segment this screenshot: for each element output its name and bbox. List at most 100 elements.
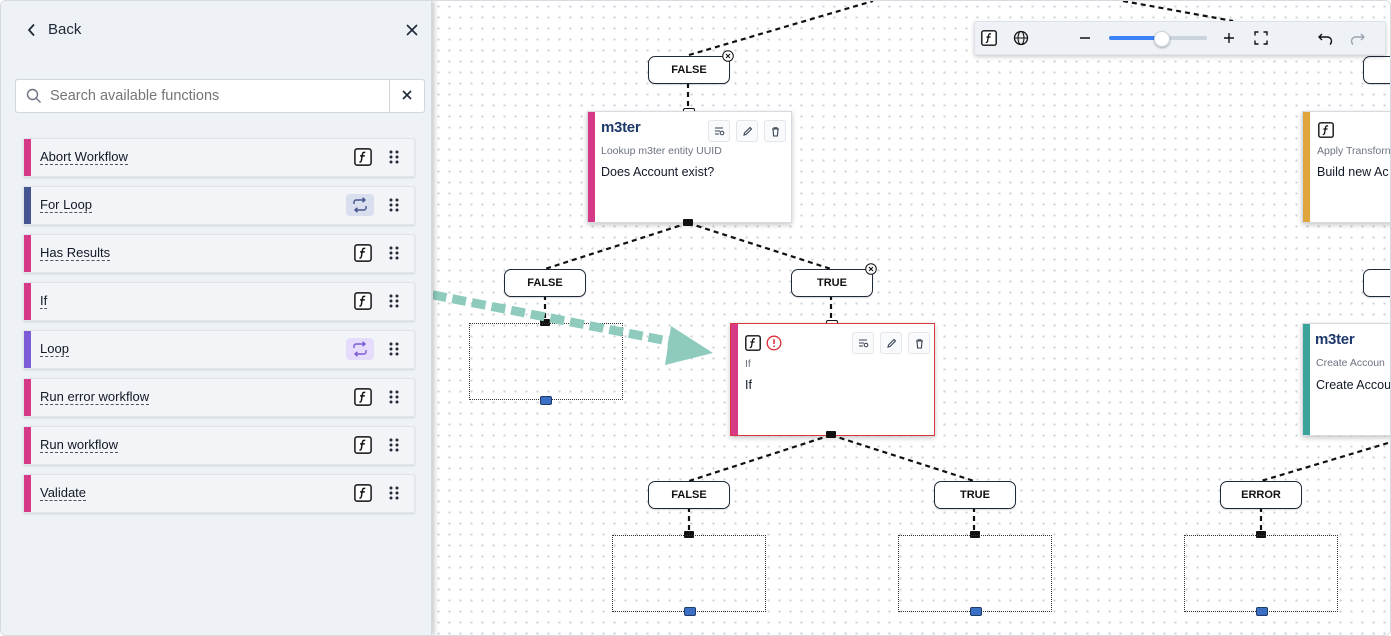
functions-button[interactable]: [979, 28, 999, 48]
workflow-canvas[interactable]: FALSE m3ter Lookup m3ter entity UUID Doe…: [433, 1, 1391, 635]
function-label: Validate: [40, 485, 87, 501]
function-color-bar: [24, 187, 31, 224]
function-list-item[interactable]: Run error workflow: [23, 378, 415, 417]
function-icon: [354, 292, 372, 310]
branch-label-true[interactable]: TRUE: [791, 269, 873, 297]
node-subtitle: If: [745, 358, 751, 370]
output-handle[interactable]: [683, 219, 693, 226]
function-icon: [354, 148, 372, 166]
zoom-out-button[interactable]: [1075, 28, 1095, 48]
zoom-slider-handle[interactable]: [1153, 31, 1170, 47]
function-list-item[interactable]: Validate: [23, 474, 415, 513]
function-label: Loop: [40, 341, 69, 357]
if-node-card[interactable]: If If: [730, 323, 935, 436]
node-subtitle: Apply Transforn: [1317, 145, 1391, 157]
drag-handle-icon[interactable]: [388, 437, 400, 453]
delete-button[interactable]: [908, 332, 930, 354]
inspect-button[interactable]: [852, 332, 874, 354]
remove-branch-icon[interactable]: [865, 263, 877, 275]
branch-label-false-bottom[interactable]: FALSE: [648, 481, 730, 509]
function-list-item[interactable]: Has Results: [23, 234, 415, 273]
branch-label-partial[interactable]: [1363, 269, 1390, 297]
globe-button[interactable]: [1011, 28, 1031, 48]
fullscreen-icon: [1254, 31, 1268, 45]
drag-handle-icon[interactable]: [388, 485, 400, 501]
function-list-item[interactable]: If: [23, 282, 415, 321]
branch-label-partial[interactable]: [1363, 56, 1390, 84]
input-handle[interactable]: [684, 531, 694, 538]
redo-button[interactable]: [1347, 28, 1367, 48]
function-search: [15, 79, 425, 113]
fit-view-button[interactable]: [1251, 28, 1271, 48]
branch-label-false-top[interactable]: FALSE: [648, 56, 730, 84]
drag-handle-icon[interactable]: [388, 245, 400, 261]
branch-label-true-bottom[interactable]: TRUE: [934, 481, 1016, 509]
function-list-item[interactable]: For Loop: [23, 186, 415, 225]
function-list-item[interactable]: Loop: [23, 330, 415, 369]
globe-icon: [1013, 30, 1029, 46]
output-handle[interactable]: [970, 607, 982, 616]
drag-handle-icon[interactable]: [388, 293, 400, 309]
drag-handle-icon[interactable]: [388, 149, 400, 165]
close-panel-button[interactable]: [403, 19, 421, 41]
inspect-button[interactable]: [708, 120, 730, 142]
function-list-item[interactable]: Abort Workflow: [23, 138, 415, 177]
function-label: Abort Workflow: [40, 149, 128, 165]
empty-drop-zone[interactable]: [1184, 535, 1338, 612]
function-icon: [354, 436, 372, 454]
function-list-item[interactable]: Run workflow: [23, 426, 415, 465]
function-color-bar: [24, 379, 31, 416]
input-handle[interactable]: [540, 319, 550, 326]
chevron-left-icon: [27, 23, 35, 36]
back-button[interactable]: Back: [27, 21, 81, 38]
input-handle[interactable]: [970, 531, 980, 538]
loop-icon: [351, 341, 369, 359]
drag-handle-icon[interactable]: [388, 389, 400, 405]
function-label: For Loop: [40, 197, 93, 213]
close-icon: [402, 90, 412, 100]
empty-drop-zone[interactable]: [612, 535, 766, 612]
zoom-slider[interactable]: [1109, 31, 1207, 47]
edit-button[interactable]: [880, 332, 902, 354]
undo-button[interactable]: [1315, 28, 1335, 48]
function-icon: [354, 388, 372, 406]
create-account-node-card[interactable]: m3ter Create Accoun Create Accou: [1302, 323, 1390, 436]
node-title: Does Account exist?: [601, 165, 715, 179]
output-handle[interactable]: [540, 396, 552, 405]
input-handle[interactable]: [1256, 531, 1266, 538]
output-handle[interactable]: [826, 431, 836, 438]
function-label: Run error workflow: [40, 389, 150, 405]
undo-icon: [1317, 33, 1332, 45]
function-color-bar: [24, 235, 31, 272]
empty-drop-zone[interactable]: [898, 535, 1052, 612]
delete-button[interactable]: [764, 120, 786, 142]
branch-label-false[interactable]: FALSE: [504, 269, 586, 297]
function-icon: [981, 30, 997, 46]
function-label: Run workflow: [40, 437, 119, 453]
inspect-icon: [714, 127, 724, 136]
transform-node-card[interactable]: Apply Transforn Build new Ac: [1302, 111, 1391, 223]
output-handle[interactable]: [1256, 607, 1268, 616]
drag-handle-icon[interactable]: [388, 197, 400, 213]
function-color-bar: [24, 139, 31, 176]
trash-icon: [915, 338, 923, 349]
lookup-node-card[interactable]: m3ter Lookup m3ter entity UUID Does Acco…: [587, 111, 792, 223]
node-color-bar: [1303, 112, 1310, 222]
function-label: If: [40, 293, 48, 309]
output-handle[interactable]: [684, 607, 696, 616]
function-color-bar: [24, 283, 31, 320]
redo-icon: [1350, 33, 1365, 45]
drag-handle-icon[interactable]: [388, 341, 400, 357]
pencil-icon: [742, 126, 752, 136]
remove-branch-icon[interactable]: [722, 50, 734, 62]
function-color-bar: [24, 427, 31, 464]
edit-button[interactable]: [736, 120, 758, 142]
branch-label-error[interactable]: ERROR: [1220, 481, 1302, 509]
drag-arrow-icon: [433, 290, 713, 365]
zoom-in-button[interactable]: [1219, 28, 1239, 48]
search-input[interactable]: [48, 87, 382, 105]
connector-lines: [543, 1, 1389, 533]
clear-search-button[interactable]: [389, 80, 424, 112]
